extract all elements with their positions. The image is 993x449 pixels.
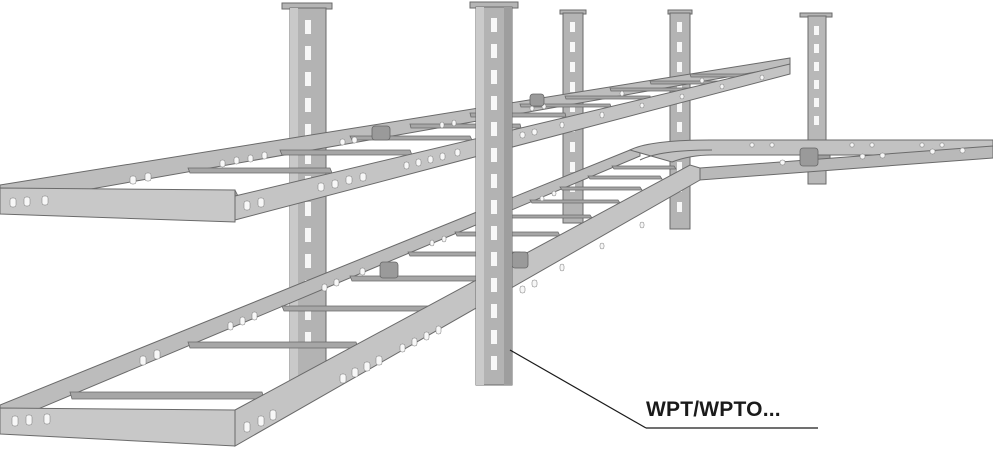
- callout-leader: [509, 349, 818, 429]
- upright-post-2: [469, 1, 519, 386]
- part-code-label: WPT/WPTO...: [646, 398, 781, 421]
